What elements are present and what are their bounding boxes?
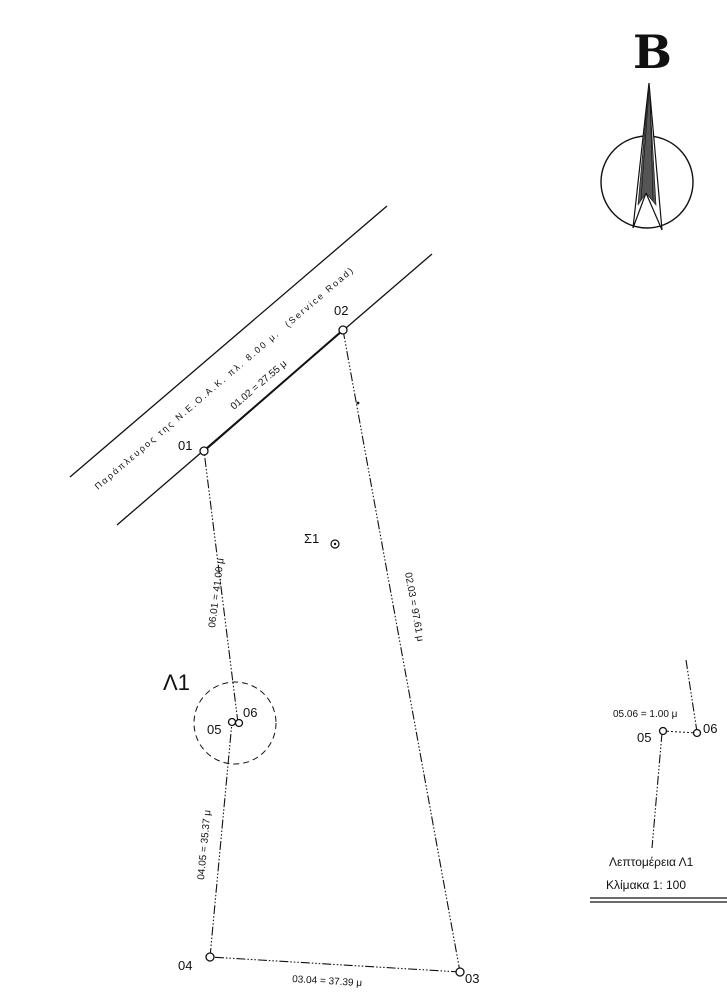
north-arrow-hatch [637, 82, 657, 206]
point-label-02: 02 [334, 303, 348, 318]
detail-title: Λεπτομέρεια Λ1 [609, 855, 694, 869]
detail-boundary-05 [651, 732, 663, 849]
detail-point-label-06: 06 [703, 721, 717, 736]
detail-callout-circle [193, 681, 277, 765]
point-label-06: 06 [243, 705, 257, 720]
detail-inset: 05.06 = 1.00 μ 05 06 Λεπτομέρεια Λ1 Κλίμ… [590, 659, 727, 903]
dimension-03-04: 03.04 = 37.39 μ [292, 974, 363, 989]
dimension-02-03: 02.03 = 97.61 μ [402, 572, 425, 643]
detail-scale: Κλίμακα 1: 100 [606, 878, 686, 892]
point-06 [234, 718, 244, 728]
point-label-04: 04 [178, 958, 192, 973]
point-01 [199, 446, 209, 456]
detail-point-label-05: 05 [637, 730, 651, 745]
detail-callout-label: Λ1 [163, 670, 190, 695]
point-02 [338, 325, 348, 335]
road-label: Παράπλευρος της Ν.Ε.Ο.Α.Κ. πλ. 8.00 μ.(S… [93, 264, 357, 491]
road-edge-top [69, 205, 388, 478]
survey-points [199, 325, 465, 977]
point-04 [205, 952, 215, 962]
detail-point-06 [692, 728, 702, 738]
point-label-05: 05 [207, 722, 221, 737]
point-03 [455, 967, 465, 977]
dimension-04-05: 04.05 = 35.37 μ [196, 809, 214, 880]
boundary-06-01 [203, 450, 239, 724]
boundary-02-03 [342, 329, 461, 973]
boundary-01-02 [203, 329, 344, 452]
point-label-01: 01 [178, 438, 192, 453]
boundary-04-05 [209, 721, 233, 958]
dimension-06-01: 06.01 = 41.00 μ [207, 557, 227, 628]
boundary-03-04 [209, 956, 461, 973]
detail-boundary-05-06 [662, 730, 698, 734]
centroid-label: Σ1 [304, 531, 319, 546]
point-label-03: 03 [465, 971, 479, 986]
north-arrow: B [600, 25, 694, 231]
point-05 [227, 717, 237, 727]
north-letter: B [633, 25, 672, 79]
detail-boundary-06 [685, 659, 698, 733]
detail-point-05 [658, 726, 668, 736]
detail-dimension: 05.06 = 1.00 μ [613, 709, 678, 720]
